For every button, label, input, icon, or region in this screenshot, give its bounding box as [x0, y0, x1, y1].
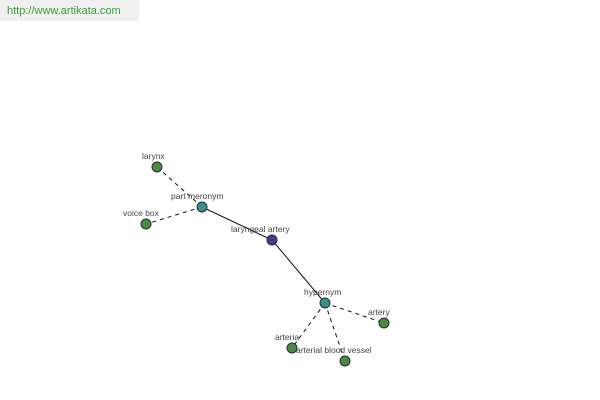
node-artery[interactable] [378, 317, 390, 329]
label-artery: artery [368, 307, 390, 317]
label-laryngeal-artery: laryngeal artery [231, 224, 290, 234]
edge-hypernym-arteria [291, 302, 326, 349]
label-arteria: arteria [275, 332, 299, 342]
label-hypernym: hypernym [304, 287, 341, 297]
node-part-meronym[interactable] [196, 201, 208, 213]
label-voice-box: voice box [123, 208, 160, 218]
node-arteria[interactable] [286, 342, 298, 354]
label-larynx: larynx [142, 151, 165, 161]
label-part-meronym: part meronym [171, 191, 223, 201]
edge-center-part-meronym [201, 206, 273, 241]
edge-part-meronym-larynx [156, 166, 203, 208]
source-bar: http://www.artikata.com [0, 0, 139, 21]
edge-hypernym-arterial-blood-vessel [324, 302, 346, 362]
edge-hypernym-artery [324, 302, 385, 324]
node-hypernym[interactable] [319, 297, 331, 309]
node-arterial-blood-vessel[interactable] [339, 355, 351, 367]
edge-part-meronym-voice-box [145, 206, 203, 225]
node-laryngeal-artery[interactable] [266, 234, 278, 246]
node-voice-box[interactable] [140, 218, 152, 230]
source-link[interactable]: http://www.artikata.com [7, 5, 121, 17]
label-arterial-blood-vessel: arterial blood vessel [296, 345, 372, 355]
node-larynx[interactable] [151, 161, 163, 173]
edge-center-hypernym [271, 239, 326, 304]
